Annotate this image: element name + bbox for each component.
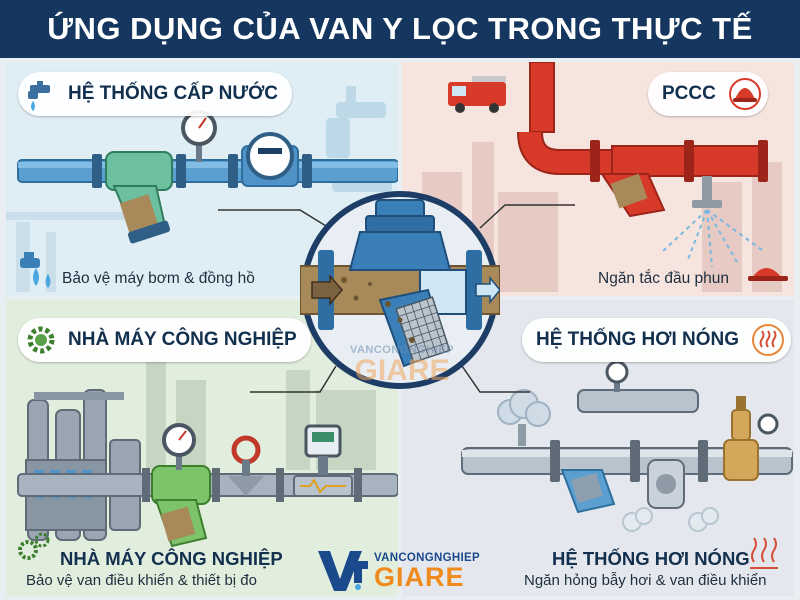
industry-caption: Bảo vệ van điều khiển & thiết bị đo: [26, 572, 257, 589]
small-helmet-icon: [748, 268, 788, 281]
fire-truck-icon: [448, 76, 506, 113]
firefighter-helmet-icon: [726, 75, 764, 113]
page-title: ỨNG DỤNG CỦA VAN Y LỌC TRONG THỰC TẾ: [47, 11, 753, 46]
water-drop-icon: [20, 252, 51, 288]
watermark-bottom: GIARE: [354, 354, 450, 387]
steam-icon: [749, 321, 787, 359]
header-banner: ỨNG DỤNG CỦA VAN Y LỌC TRONG THỰC TẾ: [0, 0, 800, 58]
steam-caption: Ngăn hỏng bẫy hơi & van điều khiển: [524, 572, 767, 589]
brand-logo: VANCONGNGHIEP GIARE: [316, 545, 506, 597]
center-strainer-cutaway: [299, 190, 501, 390]
water-supply-title: HỆ THỐNG CẤP NƯỚC: [68, 83, 279, 104]
brand-mark-icon: [316, 547, 370, 595]
y-strainer-water: [105, 151, 173, 244]
watermark-top: VANCONGNGHIEP: [349, 344, 455, 356]
panel-water-supply: HỆ THỐNG CẤP NƯỚC Bảo vệ máy bơm & đồng …: [6, 62, 398, 296]
small-gears-icon: [18, 532, 50, 560]
fire-protection-illustration: [422, 62, 788, 292]
water-supply-title-pill: HỆ THỐNG CẤP NƯỚC: [18, 72, 293, 116]
brand-bottom-text: GIARE: [374, 562, 465, 592]
fire-title-pill: PCCC: [648, 72, 768, 116]
center-watermark: VANCONGNGHIEP GIARE: [322, 344, 482, 386]
water-supply-caption: Bảo vệ máy bơm & đồng hồ: [62, 270, 255, 287]
brand-top-text: VANCONGNGHIEP: [374, 552, 480, 564]
industry-label: NHÀ MÁY CÔNG NGHIỆP: [60, 548, 283, 569]
faucet-icon: [22, 75, 60, 113]
steam-title: HỆ THỐNG HƠI NÓNG: [536, 329, 740, 350]
steam-title-pill: HỆ THỐNG HƠI NÓNG: [522, 318, 792, 362]
industry-illustration: [17, 360, 398, 560]
fire-title: PCCC: [662, 83, 716, 104]
industry-title: NHÀ MÁY CÔNG NGHIỆP: [68, 329, 297, 350]
steam-illustration: [461, 360, 793, 569]
panel-steam: HỆ THỐNG HƠI NÓNG HỆ THỐNG HƠI NÓNG Ngăn…: [402, 300, 794, 596]
industry-title-pill: NHÀ MÁY CÔNG NGHIỆP: [18, 318, 311, 362]
gear-icon: [22, 321, 60, 359]
water-supply-illustration: [6, 86, 398, 292]
small-steam-icon: [750, 537, 778, 569]
steam-label: HỆ THỐNG HƠI NÓNG: [552, 548, 750, 569]
fire-caption: Ngăn tắc đầu phun: [598, 270, 729, 287]
